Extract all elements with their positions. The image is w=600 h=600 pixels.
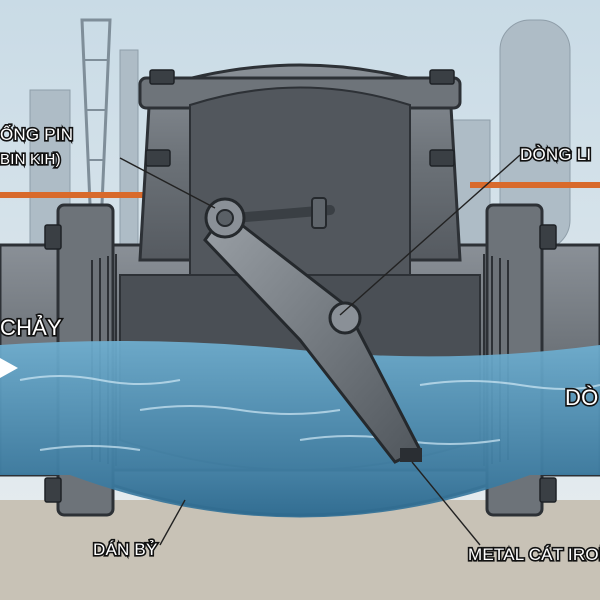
leader-hinge-pin: [119, 157, 216, 209]
seat-ring: [400, 448, 422, 462]
disc-nut: [328, 301, 362, 335]
label-disc-arm: DÒNG LI: [520, 145, 591, 164]
label-flow-in: CHẢY: [0, 315, 62, 340]
flange-bolts: [44, 69, 557, 503]
leader-seat-ring: [411, 461, 481, 546]
water-flow: [0, 341, 600, 518]
flow-arrow: [0, 358, 18, 378]
label-body-bottom: DÁN BỶ: [93, 540, 158, 559]
label-hinge-pin-line2: BIN KIH): [0, 151, 61, 168]
label-hinge-pin-line1: ỐNG PIN: [0, 124, 73, 144]
leader-disc-arm: [339, 154, 521, 316]
swing-disc-assembly: [203, 197, 423, 464]
label-seat-ring: METAL CÁT IRON: [468, 545, 600, 564]
leader-body-bottom: [159, 499, 186, 546]
label-flow-out: DÒ: [565, 385, 598, 410]
